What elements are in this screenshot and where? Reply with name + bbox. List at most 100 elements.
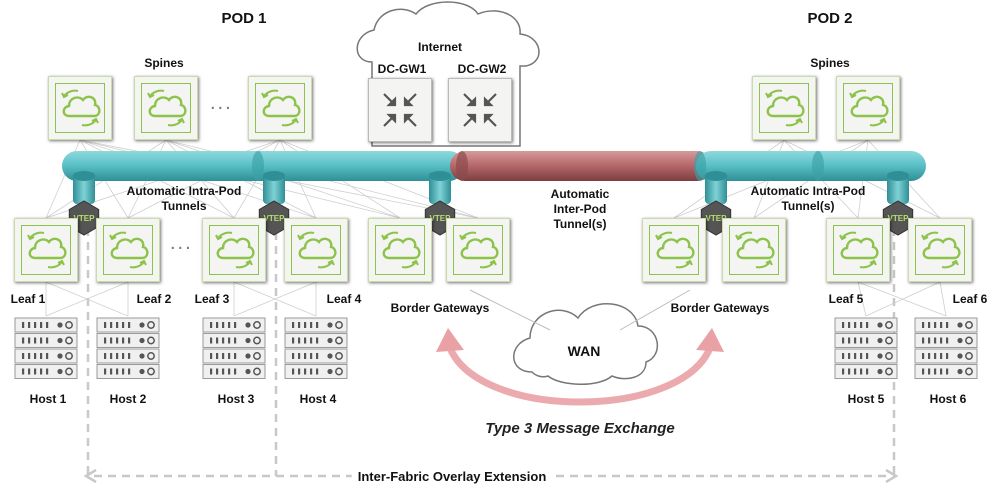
leaf-1-label: Leaf 1 — [10, 292, 46, 306]
host-1-label: Host 1 — [29, 392, 67, 406]
type3-exchange-arrow — [446, 346, 714, 406]
intra-pod-tunnel-pod2-line2: Tunnel(s) — [781, 199, 835, 213]
pod1-title: POD 1 — [221, 10, 267, 27]
tube-joint — [252, 151, 264, 181]
host-6-label: Host 6 — [929, 392, 967, 406]
overlay-extension-label: Inter-Fabric Overlay Extension — [351, 470, 553, 484]
vtep-drop-top — [263, 171, 285, 181]
spine-switch — [248, 76, 312, 140]
vtep-node: VTEP — [258, 171, 290, 236]
leaf-switch — [14, 218, 78, 282]
switch-frame — [759, 83, 809, 133]
vtep-label: VTEP — [74, 214, 96, 223]
host-server — [284, 316, 348, 380]
host-2-label: Host 2 — [109, 392, 147, 406]
spine-switch — [134, 76, 198, 140]
leaf-3-label: Leaf 3 — [194, 292, 230, 306]
server-rack-icon — [96, 317, 160, 384]
server-rack-icon — [914, 317, 978, 384]
host-server — [14, 316, 78, 380]
host-server — [202, 316, 266, 380]
server-rack-icon — [14, 317, 78, 384]
leaf-switch — [202, 218, 266, 282]
intra-pod-tunnels-label-line1: Automatic Intra-Pod — [126, 184, 242, 198]
tube-joint — [456, 151, 468, 181]
vtep-hexagon — [882, 200, 914, 236]
overlay-arrow-left — [83, 468, 97, 484]
host-server — [96, 316, 160, 380]
type3-arrowhead-left — [436, 328, 464, 352]
host-server — [834, 316, 898, 380]
host-3-label: Host 3 — [217, 392, 255, 406]
type3-arrowhead-right — [696, 328, 724, 352]
spines-label-pod1: Spines — [144, 56, 184, 70]
vtep-hexagon — [258, 200, 290, 236]
intra-pod-tunnels-label-line2: Tunnels — [161, 199, 207, 213]
spines-label-pod2: Spines — [810, 56, 850, 70]
server-rack-icon — [284, 317, 348, 384]
wan-label: WAN — [567, 343, 601, 359]
switch-frame — [255, 83, 305, 133]
server-rack-icon — [202, 317, 266, 384]
switch-frame — [103, 225, 153, 275]
inter-pod-tunnel-line1: Automatic — [550, 187, 610, 201]
spine-switch — [836, 76, 900, 140]
wan-cloud — [513, 303, 659, 385]
host-4-label: Host 4 — [299, 392, 337, 406]
border-gateway-switch — [446, 218, 510, 282]
switch-frame — [649, 225, 699, 275]
border-gateway-switch — [642, 218, 706, 282]
vtep-node: VTEP — [68, 171, 100, 236]
spine-switch — [752, 76, 816, 140]
vtep-drop-top — [887, 171, 909, 181]
inter-pod-tunnel-line3: Tunnel(s) — [553, 217, 607, 231]
overlay-arrow-right — [885, 468, 899, 484]
dc-gw1-label: DC-GW1 — [377, 62, 427, 76]
vtep-label: VTEP — [264, 214, 286, 223]
border-gateway-switch — [368, 218, 432, 282]
internet-label: Internet — [417, 40, 463, 54]
switch-frame — [833, 225, 883, 275]
dc-gw1-router — [368, 78, 432, 142]
host-5-label: Host 5 — [847, 392, 885, 406]
switch-frame — [21, 225, 71, 275]
leaf-5-label: Leaf 5 — [828, 292, 864, 306]
vtep-node: VTEP — [882, 171, 914, 236]
vtep-label: VTEP — [430, 214, 452, 223]
pod2-tube — [696, 151, 926, 181]
switch-frame — [915, 225, 965, 275]
leaf-switch — [908, 218, 972, 282]
switch-frame — [843, 83, 893, 133]
leaf-6-label: Leaf 6 — [952, 292, 988, 306]
leaf-switch — [96, 218, 160, 282]
leaf-switch — [826, 218, 890, 282]
dc-gw2-label: DC-GW2 — [457, 62, 507, 76]
vtep-drop-top — [705, 171, 727, 181]
server-rack-icon — [834, 317, 898, 384]
switch-frame — [729, 225, 779, 275]
host-server — [914, 316, 978, 380]
spine-ellipsis: ... — [210, 92, 233, 114]
inter-pod-tube — [450, 151, 712, 181]
tube-joint — [694, 151, 706, 181]
vtep-label: VTEP — [888, 214, 910, 223]
switch-frame — [209, 225, 259, 275]
border-gateways-label-right: Border Gateways — [670, 301, 770, 315]
vtep-label: VTEP — [706, 214, 728, 223]
leaf-2-label: Leaf 2 — [136, 292, 172, 306]
spine-switch — [48, 76, 112, 140]
vtep-drop-top — [73, 171, 95, 181]
switch-frame — [453, 225, 503, 275]
wan-links — [469, 289, 691, 331]
vtep-drop-top — [429, 171, 451, 181]
type3-message-label: Type 3 Message Exchange — [485, 420, 675, 437]
switch-frame — [141, 83, 191, 133]
switch-frame — [55, 83, 105, 133]
leaf-4-label: Leaf 4 — [326, 292, 362, 306]
leaf-switch — [284, 218, 348, 282]
switch-frame — [291, 225, 341, 275]
border-gateways-label-left: Border Gateways — [390, 301, 490, 315]
switch-frame — [375, 225, 425, 275]
dc-gw2-router — [448, 78, 512, 142]
